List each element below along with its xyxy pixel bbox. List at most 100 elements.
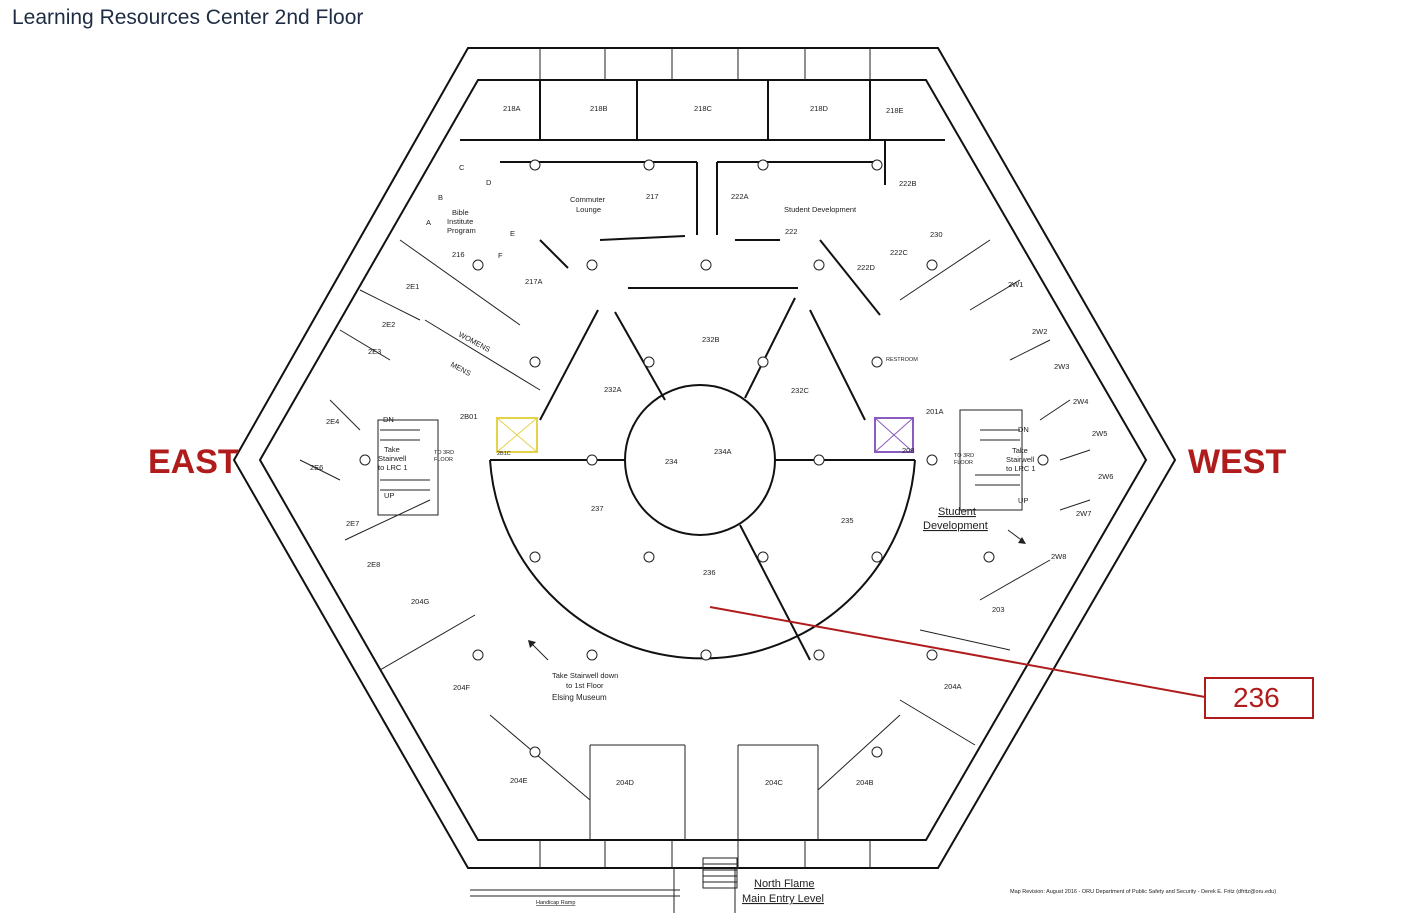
to-third-west-2: FLOOR (954, 460, 973, 466)
room-235: 235 (841, 516, 854, 525)
room-204G: 204G (411, 597, 430, 606)
student-development-top: Student Development (784, 205, 857, 214)
elevator-west-icon (874, 417, 914, 453)
stairwell-west (959, 409, 1023, 511)
room-2W8: 2W8 (1051, 552, 1066, 561)
room-217: 217 (646, 192, 659, 201)
room-204C: 204C (765, 778, 784, 787)
to-third-east-1: TO 3RD (434, 450, 454, 456)
north-flame-label: North Flame (754, 878, 815, 890)
stair-west-line3: to LRC 1 (1006, 464, 1036, 473)
stair-east-line1: Take (384, 445, 400, 454)
room-222B: 222B (899, 179, 917, 188)
room-2E2: 2E2 (382, 320, 395, 329)
bible-line1: Bible (452, 208, 469, 217)
room-222D: 222D (857, 263, 876, 272)
room-2W6: 2W6 (1098, 472, 1113, 481)
stair-east-line3: to LRC 1 (378, 463, 408, 472)
inner-wall (258, 79, 1148, 841)
room-204B: 204B (856, 778, 874, 787)
highlight-box (1204, 677, 1314, 719)
room-218E: 218E (886, 106, 904, 115)
room-201A: 201A (926, 407, 944, 416)
west-label: WEST (1188, 443, 1286, 481)
room-2E6: 2E6 (310, 463, 323, 472)
museum-line3: Elsing Museum (552, 693, 607, 702)
room-2W4: 2W4 (1073, 397, 1088, 406)
east-label: EAST (148, 443, 239, 481)
highlight-room-number: 236 (1233, 682, 1280, 713)
room-2W3: 2W3 (1054, 362, 1069, 371)
dn-east: DN (383, 415, 394, 424)
room-232B: 232B (702, 335, 720, 344)
entry-labels: Student Development North Flame Main Ent… (536, 506, 988, 906)
entry-steps (470, 857, 738, 913)
room-236: 236 (703, 568, 716, 577)
room-218B: 218B (590, 104, 608, 113)
room-E: E (510, 229, 515, 238)
room-234: 234 (665, 457, 678, 466)
area-labels: Commuter Lounge Bible Institute Program … (378, 195, 1036, 702)
room-2E8: 2E8 (367, 560, 380, 569)
room-222A: 222A (731, 192, 749, 201)
stair-west-line1: Take (1012, 446, 1028, 455)
room-2W7: 2W7 (1076, 509, 1091, 518)
bible-line2: Institute (447, 217, 473, 226)
side-room-walls (299, 239, 1091, 840)
room-D: D (486, 178, 492, 187)
museum-line1: Take Stairwell down (552, 671, 618, 680)
room-218A: 218A (503, 104, 521, 113)
room-F: F (498, 251, 503, 260)
room-2B01: 2B01 (460, 412, 478, 421)
revision-note: Map Revision: August 2016 - ORU Departme… (1010, 889, 1276, 895)
map-title: Learning Resources Center 2nd Floor (12, 6, 364, 29)
room-222C: 222C (890, 248, 909, 257)
to-third-west-1: TO 3RD (954, 453, 974, 459)
room-204E: 204E (510, 776, 528, 785)
stairwell-east (377, 419, 439, 516)
room-217A: 217A (525, 277, 543, 286)
main-entry-label: Main Entry Level (742, 893, 824, 905)
room-204D: 204D (616, 778, 635, 787)
elevator-east-icon (496, 417, 538, 453)
room-2E3: 2E3 (368, 347, 381, 356)
room-2E4: 2E4 (326, 417, 339, 426)
room-A: A (426, 218, 431, 227)
stair-east-line2: Stairwell (378, 454, 407, 463)
room-2E1: 2E1 (406, 282, 419, 291)
student-development-2: Development (923, 520, 988, 532)
room-B: B (438, 193, 443, 202)
up-east: UP (384, 491, 394, 500)
commuter-lounge-line1: Commuter (570, 195, 606, 204)
room-2B1C: 2B1C (497, 451, 511, 457)
room-2W1: 2W1 (1008, 280, 1023, 289)
to-third-east-2: FLOOR (434, 457, 453, 463)
room-222: 222 (785, 227, 798, 236)
room-232A: 232A (604, 385, 622, 394)
handicap-ramp-label: Handicap Ramp (536, 900, 575, 906)
room-204A: 204A (944, 682, 962, 691)
room-2E7: 2E7 (346, 519, 359, 528)
room-2W2: 2W2 (1032, 327, 1047, 336)
dn-west: DN (1018, 425, 1029, 434)
stair-west-line2: Stairwell (1006, 455, 1035, 464)
room-208: 208 (902, 446, 915, 455)
room-218C: 218C (694, 104, 713, 113)
student-development-1: Student (938, 506, 976, 518)
columns (359, 159, 1049, 758)
room-216: 216 (452, 250, 465, 259)
restroom-label: RESTROOM (886, 357, 918, 363)
commuter-lounge-line2: Lounge (576, 205, 601, 214)
outer-wall (232, 47, 1177, 869)
room-218D: 218D (810, 104, 829, 113)
room-labels: 218A 218B 218C 218D 218E 217 217A 216 A … (310, 104, 1113, 787)
window-mullions (539, 48, 871, 868)
room-234A: 234A (714, 447, 732, 456)
room-232C: 232C (791, 386, 810, 395)
bible-line3: Program (447, 226, 476, 235)
room-2W5: 2W5 (1092, 429, 1107, 438)
room-203: 203 (992, 605, 1005, 614)
mens-restroom-label: MENS (449, 360, 472, 378)
top-room-walls (460, 80, 945, 316)
room-230: 230 (930, 230, 943, 239)
